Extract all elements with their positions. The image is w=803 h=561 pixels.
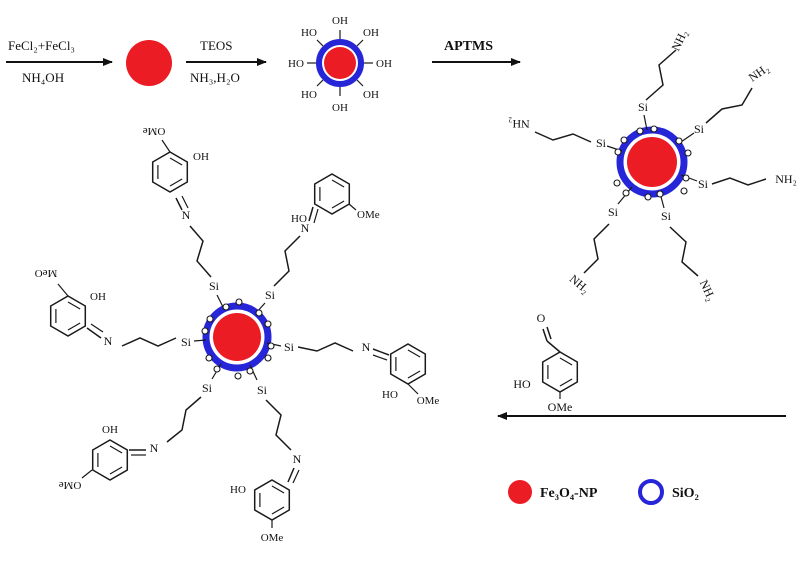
siloxane-oxygen-atoms [613,125,692,201]
si-label: Si [181,335,192,349]
benzene-ring [253,479,291,521]
imine-n-label: N [362,340,371,354]
siloxane-oxygen-atoms [201,298,275,380]
hydroxyl-spokes [307,30,373,96]
ligand-arm-upper-left: N OH OMe [143,125,212,278]
nh2-label: NH₂ [697,278,719,303]
oh-label: OH [376,58,392,70]
reagent-label: NH₄OH [22,70,64,85]
imine-n-label: N [301,221,310,235]
benzene-ring [541,351,579,393]
nh2-label: NH₂ [508,117,530,131]
oh-label: OH [90,291,106,303]
benzene-ring [91,439,129,481]
reagent-label: NH₃,H₂O [190,70,240,85]
reagent-label: FeCl₂+FeCl₃ [8,38,75,53]
step2-silica-coating: TEOS NH₃,H₂O [186,38,267,85]
si-label: Si [257,383,268,397]
oh-label: OH [363,89,379,101]
ome-label: OMe [143,125,166,137]
reagent-label: TEOS [200,38,233,53]
oh-label: OH [363,27,379,39]
benzene-ring [313,173,351,215]
ome-label: OMe [417,395,440,407]
ho-label: HO [301,27,317,39]
ho-label: HO [291,213,307,225]
imine-n-label: N [150,441,159,455]
oh-label: OH [332,15,348,27]
ho-label: HO [230,484,246,496]
reagent-label: APTMS [444,39,493,54]
ome-label: OMe [548,400,573,414]
legend-fe3o4-label: Fe₃O₄-NP [540,486,598,501]
benzene-ring [389,343,427,385]
fe3o4-nanoparticle [126,40,172,86]
imine-n-label: N [293,452,302,466]
ligand-arm-upper-right: N HO OMe [273,173,380,287]
silica-shell [316,39,364,87]
nh2-label: NH₂ [567,272,592,297]
ome-label: OMe [261,532,284,544]
legend: Fe₃O₄-NP SiO₂ [508,479,699,505]
oh-label: OH [102,424,118,436]
aldehyde-group [542,326,561,353]
fe3o4-core [213,313,261,361]
ho-label: HO [301,89,317,101]
legend-fe3o4-swatch [508,480,532,504]
si-label: Si [209,279,220,293]
ho-label: HO [513,377,531,391]
si-label: Si [284,340,295,354]
meo-label: MeO [35,267,58,279]
ho-label: HO [382,389,398,401]
ligand-arm-bottom: N HO OMe [230,399,302,544]
si-label: Si [265,288,276,302]
ome-label: OMe [59,479,82,491]
nh2-label: NH₂ [668,28,690,53]
step1-coprecipitation: FeCl₂+FeCl₃ NH₄OH [6,38,172,86]
ho-label: HO [288,58,304,70]
benzene-ring [151,151,189,193]
si-label: Si [694,122,705,136]
si-label: Si [596,136,607,150]
ligand-arm-lower-left: N OH OMe [59,396,202,491]
aminopropyl-chains [534,49,767,277]
ligand-arm-right: N HO OMe [297,340,440,407]
ligand-arm-left: N OH MeO [35,267,177,348]
ovanillin-step: O HO OMe [497,311,786,420]
oh-label: OH [332,102,348,114]
schiff-base-functionalized-np: Si Si Si Si Si Si N OH OMe N HO OMe [35,125,440,544]
silica-coated-np: OH OH OH OH OH HO HO HO [288,15,392,114]
si-label: Si [608,205,619,219]
amino-functionalized-np: Si Si Si Si Si Si NH₂ NH₂ NH₂ NH₂ NH₂ NH… [508,28,797,303]
legend-sio2-swatch [638,479,664,505]
benzene-ring [49,295,87,337]
nh2-label: NH₂ [775,172,797,186]
ome-label: OMe [357,209,380,221]
o-label: O [537,311,546,325]
si-label: Si [698,177,709,191]
si-label: Si [661,209,672,223]
oh-label: OH [193,151,209,163]
si-label: Si [638,100,649,114]
silica-shell [202,302,272,372]
step3-aptms: APTMS [432,39,521,66]
nh2-label: NH₂ [746,61,772,85]
imine-n-label: N [104,334,113,348]
legend-sio2-label: SiO₂ [672,486,699,501]
si-label: Si [202,381,213,395]
imine-n-label: N [182,208,191,222]
fe3o4-core [324,47,356,79]
fe3o4-core [627,137,677,187]
